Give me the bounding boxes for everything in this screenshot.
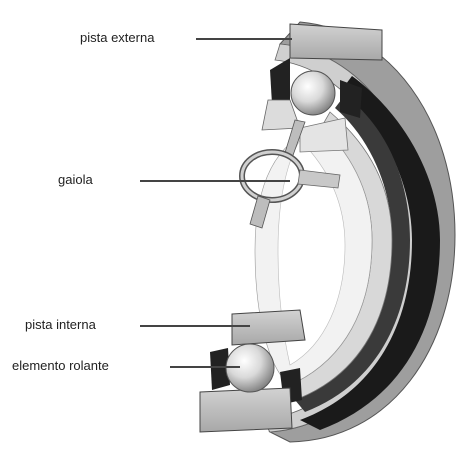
leader-line-outer-race [196, 38, 292, 40]
label-inner-race: pista interna [25, 317, 96, 333]
label-cage: gaiola [58, 172, 93, 188]
bottom-ball [226, 344, 274, 392]
leader-line-rolling-element [170, 366, 240, 368]
leader-line-cage [140, 180, 290, 182]
leader-line-inner-race [140, 325, 250, 327]
label-outer-race: pista externa [80, 30, 154, 46]
top-ball [291, 71, 335, 115]
label-rolling-element: elemento rolante [12, 358, 109, 374]
